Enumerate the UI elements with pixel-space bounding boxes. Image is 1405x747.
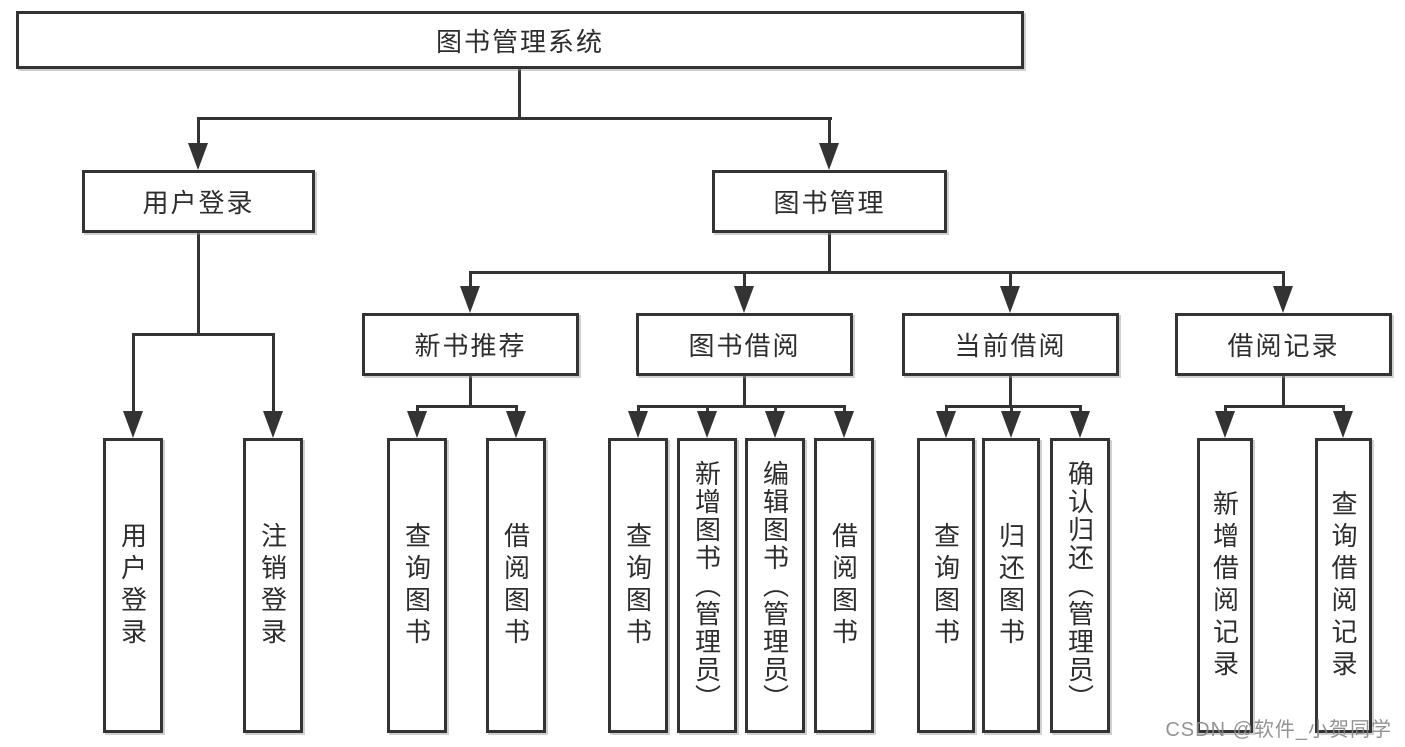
leaf-query-books-recommend: 查询图书 bbox=[387, 438, 447, 733]
arrow-down-icon bbox=[697, 411, 717, 438]
connector-line-v bbox=[272, 333, 275, 418]
arrow-down-icon bbox=[1001, 411, 1021, 438]
leaf-label: 归还图书 bbox=[995, 521, 1026, 650]
connector-line-v bbox=[1009, 271, 1012, 295]
connector-line-v bbox=[743, 376, 746, 408]
leaf-borrow-books: 借阅图书 bbox=[814, 438, 874, 733]
node-label: 图书借阅 bbox=[688, 331, 801, 361]
leaf-query-books-borrow: 查询图书 bbox=[608, 438, 668, 733]
leaf-label: 借阅图书 bbox=[500, 521, 531, 650]
leaf-label: 查询借阅记录 bbox=[1328, 489, 1358, 682]
arrow-down-icon bbox=[263, 411, 283, 438]
connector-line-v bbox=[1282, 376, 1285, 408]
connector-line-v bbox=[518, 68, 521, 120]
arrow-down-icon bbox=[1273, 286, 1293, 313]
leaf-label: 查询图书 bbox=[930, 521, 961, 650]
node-label: 图书管理系统 bbox=[435, 26, 604, 57]
arrow-down-icon bbox=[819, 143, 839, 170]
connector-line-v bbox=[743, 271, 746, 295]
arrow-down-icon bbox=[188, 143, 208, 170]
connector-line-h bbox=[1224, 405, 1344, 408]
arrow-down-icon bbox=[1000, 286, 1020, 313]
connector-line-v bbox=[197, 117, 200, 150]
arrow-down-icon bbox=[734, 286, 754, 313]
watermark: CSDN @软件_小贺同学 bbox=[1165, 719, 1392, 741]
node-book-management: 图书管理 bbox=[712, 170, 947, 233]
connector-line-h bbox=[132, 333, 275, 336]
node-label: 新书推荐 bbox=[414, 331, 527, 361]
leaf-add-borrow-record: 新增借阅记录 bbox=[1197, 438, 1253, 733]
connector-line-h bbox=[197, 117, 832, 120]
connector-line-v bbox=[828, 233, 831, 274]
arrow-down-icon bbox=[460, 286, 480, 313]
connector-line-v bbox=[1282, 271, 1285, 295]
leaf-label: 新增借阅记录 bbox=[1209, 489, 1240, 682]
node-new-book-recommend: 新书推荐 bbox=[362, 313, 579, 376]
arrow-down-icon bbox=[628, 411, 648, 438]
node-label: 用户登录 bbox=[142, 188, 255, 218]
leaf-label: 新增图书（管理员） bbox=[691, 459, 722, 712]
node-label: 借阅记录 bbox=[1227, 331, 1340, 361]
connector-line-v bbox=[197, 233, 200, 336]
node-book-borrow: 图书借阅 bbox=[636, 313, 853, 376]
leaf-add-book-admin: 新增图书（管理员） bbox=[677, 438, 737, 733]
leaf-confirm-return-admin: 确认归还（管理员） bbox=[1050, 438, 1110, 733]
leaf-user-login: 用户登录 bbox=[103, 438, 163, 733]
node-library-system: 图书管理系统 bbox=[16, 11, 1024, 69]
leaf-borrow-books-recommend: 借阅图书 bbox=[486, 438, 546, 733]
connector-line-v bbox=[469, 271, 472, 295]
node-label: 当前借阅 bbox=[954, 331, 1067, 361]
connector-line-h bbox=[637, 405, 845, 408]
arrow-down-icon bbox=[506, 411, 526, 438]
leaf-label: 查询图书 bbox=[622, 521, 653, 650]
leaf-label: 用户登录 bbox=[117, 521, 148, 650]
leaf-query-books-current: 查询图书 bbox=[917, 438, 975, 733]
connector-line-h bbox=[469, 271, 1285, 274]
leaf-edit-book-admin: 编辑图书（管理员） bbox=[745, 438, 805, 733]
connector-line-v bbox=[828, 117, 831, 150]
connector-line-v bbox=[469, 376, 472, 408]
arrow-down-icon bbox=[1070, 411, 1090, 438]
leaf-logout: 注销登录 bbox=[243, 438, 303, 733]
leaf-return-book: 归还图书 bbox=[982, 438, 1040, 733]
leaf-label: 查询图书 bbox=[401, 521, 432, 650]
leaf-label: 注销登录 bbox=[257, 521, 288, 650]
arrow-down-icon bbox=[407, 411, 427, 438]
arrow-down-icon bbox=[123, 411, 143, 438]
arrow-down-icon bbox=[1215, 411, 1235, 438]
leaf-label: 确认归还（管理员） bbox=[1064, 459, 1095, 712]
connector-line-v bbox=[1009, 376, 1012, 408]
node-user-login: 用户登录 bbox=[82, 170, 315, 233]
arrow-down-icon bbox=[834, 411, 854, 438]
leaf-label: 借阅图书 bbox=[828, 521, 859, 650]
connector-line-v bbox=[132, 333, 135, 418]
arrow-down-icon bbox=[765, 411, 785, 438]
connector-line-h bbox=[416, 405, 518, 408]
arrow-down-icon bbox=[936, 411, 956, 438]
node-borrow-records: 借阅记录 bbox=[1175, 313, 1392, 376]
node-label: 图书管理 bbox=[773, 188, 886, 218]
leaf-label: 编辑图书（管理员） bbox=[759, 459, 790, 712]
leaf-query-borrow-record: 查询借阅记录 bbox=[1315, 438, 1372, 733]
node-current-borrow: 当前借阅 bbox=[902, 313, 1119, 376]
arrow-down-icon bbox=[1333, 411, 1353, 438]
connector-line-h bbox=[945, 405, 1081, 408]
